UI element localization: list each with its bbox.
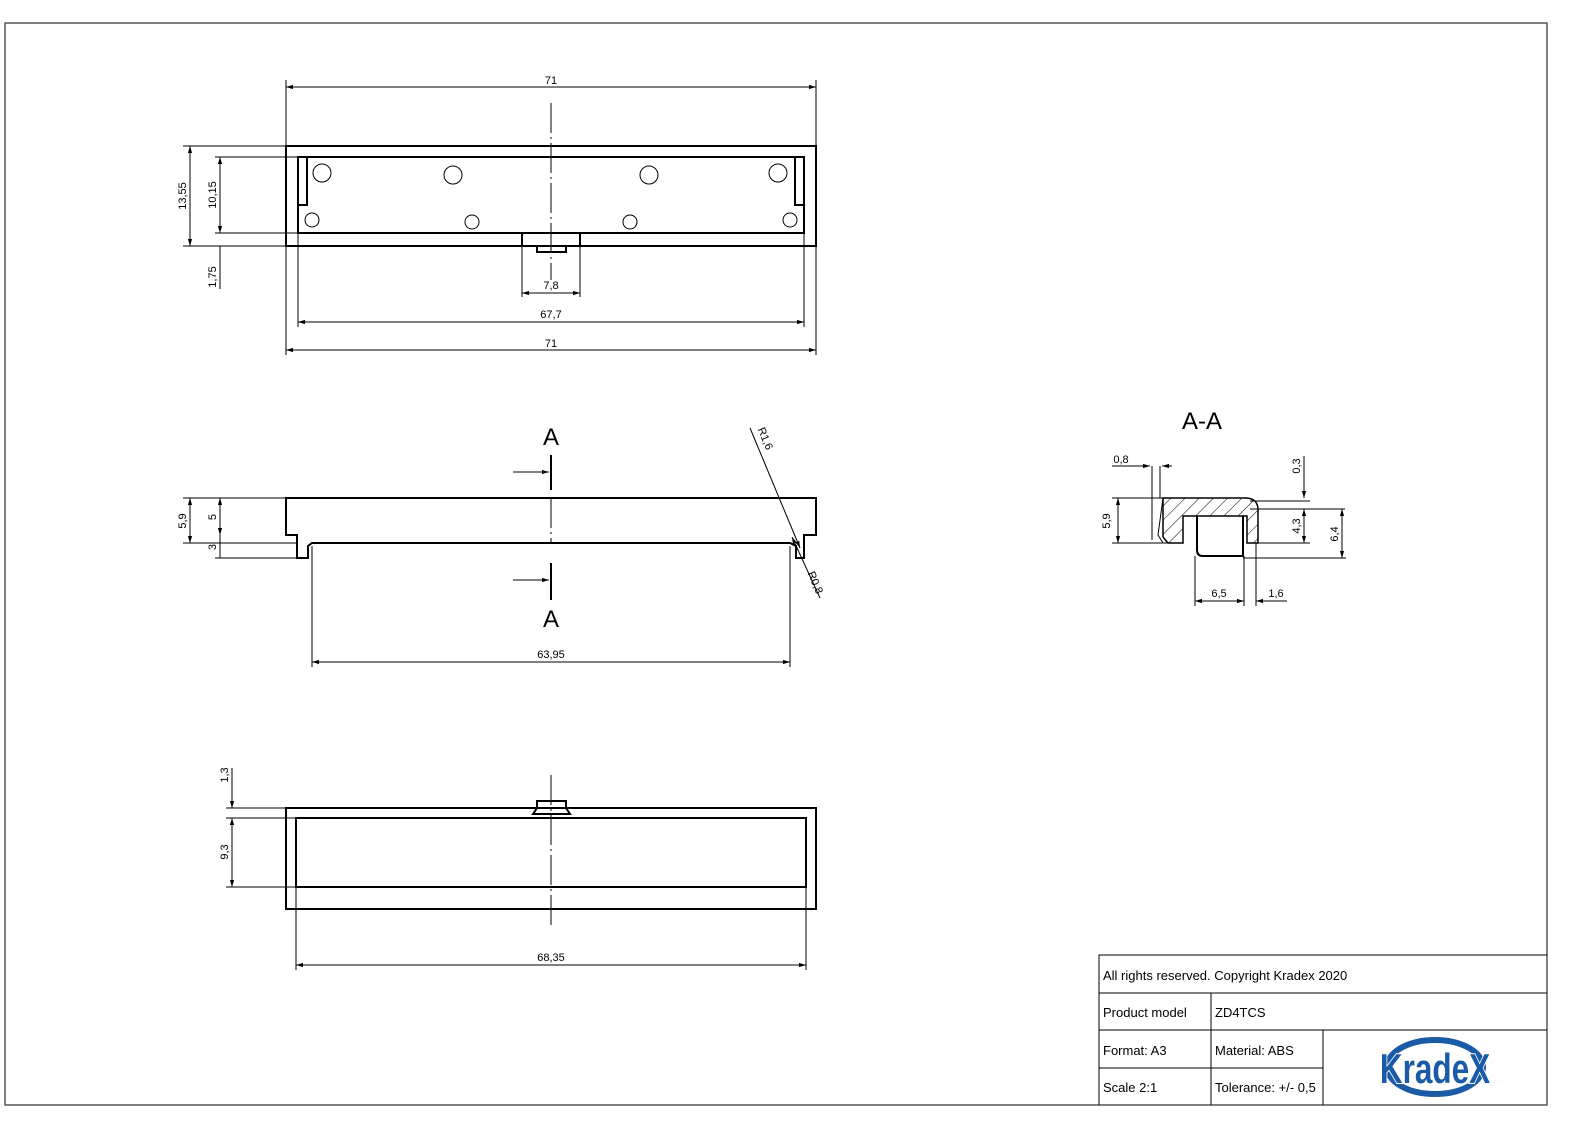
bottom-view: 1,3 9,3 68,35 [219,767,817,970]
front-view: A A 5,9 5 3 63,95 R1,6 R0,8 [177,424,825,667]
dim-height: 5,9 [1101,513,1113,528]
dim-tab-height: 1,3 [219,767,231,782]
copyright-text: All rights reserved. Copyright Kradex 20… [1103,968,1347,983]
title-block: All rights reserved. Copyright Kradex 20… [1098,954,1548,1106]
dim-radius-small: R0,8 [805,570,825,596]
kradex-logo: KradeX [1379,1037,1491,1097]
dim-top-gap: 0,3 [1291,458,1303,473]
dim-height-total: 13,55 [177,182,189,210]
section-label-top: A [543,424,559,451]
top-view: 71 13,55 10,15 1,75 7,8 67,7 71 [177,75,817,355]
dim-foot-span: 63,95 [537,649,565,661]
dim-tab-offset: 1,75 [207,266,219,287]
logo-text: KradeX [1380,1045,1490,1093]
section-label-bottom: A [543,606,559,633]
dim-tab-width: 6,5 [1211,588,1226,600]
format-text: Format: A3 [1103,1043,1167,1058]
tolerance-text: Tolerance: +/- 0,5 [1215,1080,1316,1095]
material-text: Material: ABS [1215,1043,1294,1058]
dim-height-inner: 10,15 [207,181,219,209]
dim-radius-large: R1,6 [755,426,775,452]
sheet-border [4,22,1548,1106]
holes [304,163,798,230]
dim-width-top: 71 [545,75,557,87]
dim-inner-width: 68,35 [537,952,565,964]
dim-side: 1,6 [1268,588,1283,600]
dim-inner-height: 4,3 [1291,518,1303,533]
dim-height-total: 5,9 [177,513,189,528]
dim-inner-height: 9,3 [219,844,231,859]
dim-wall: 0,8 [1113,454,1128,466]
scale-text: Scale 2:1 [1103,1080,1157,1095]
dim-tab-width: 7,8 [543,280,558,292]
dim-width-bottom: 71 [545,338,557,350]
section-title: A-A [1182,408,1222,435]
section-view: A-A 0,8 0,3 5,9 4,3 6,4 6,5 1,6 [1101,408,1346,606]
dim-height-body: 5 [207,514,219,520]
product-model-value: ZD4TCS [1215,1005,1266,1020]
dim-foot: 3 [207,544,219,550]
dim-inner-width: 67,7 [540,309,561,321]
product-model-label: Product model [1103,1005,1187,1020]
dim-total-height: 6,4 [1329,526,1341,541]
